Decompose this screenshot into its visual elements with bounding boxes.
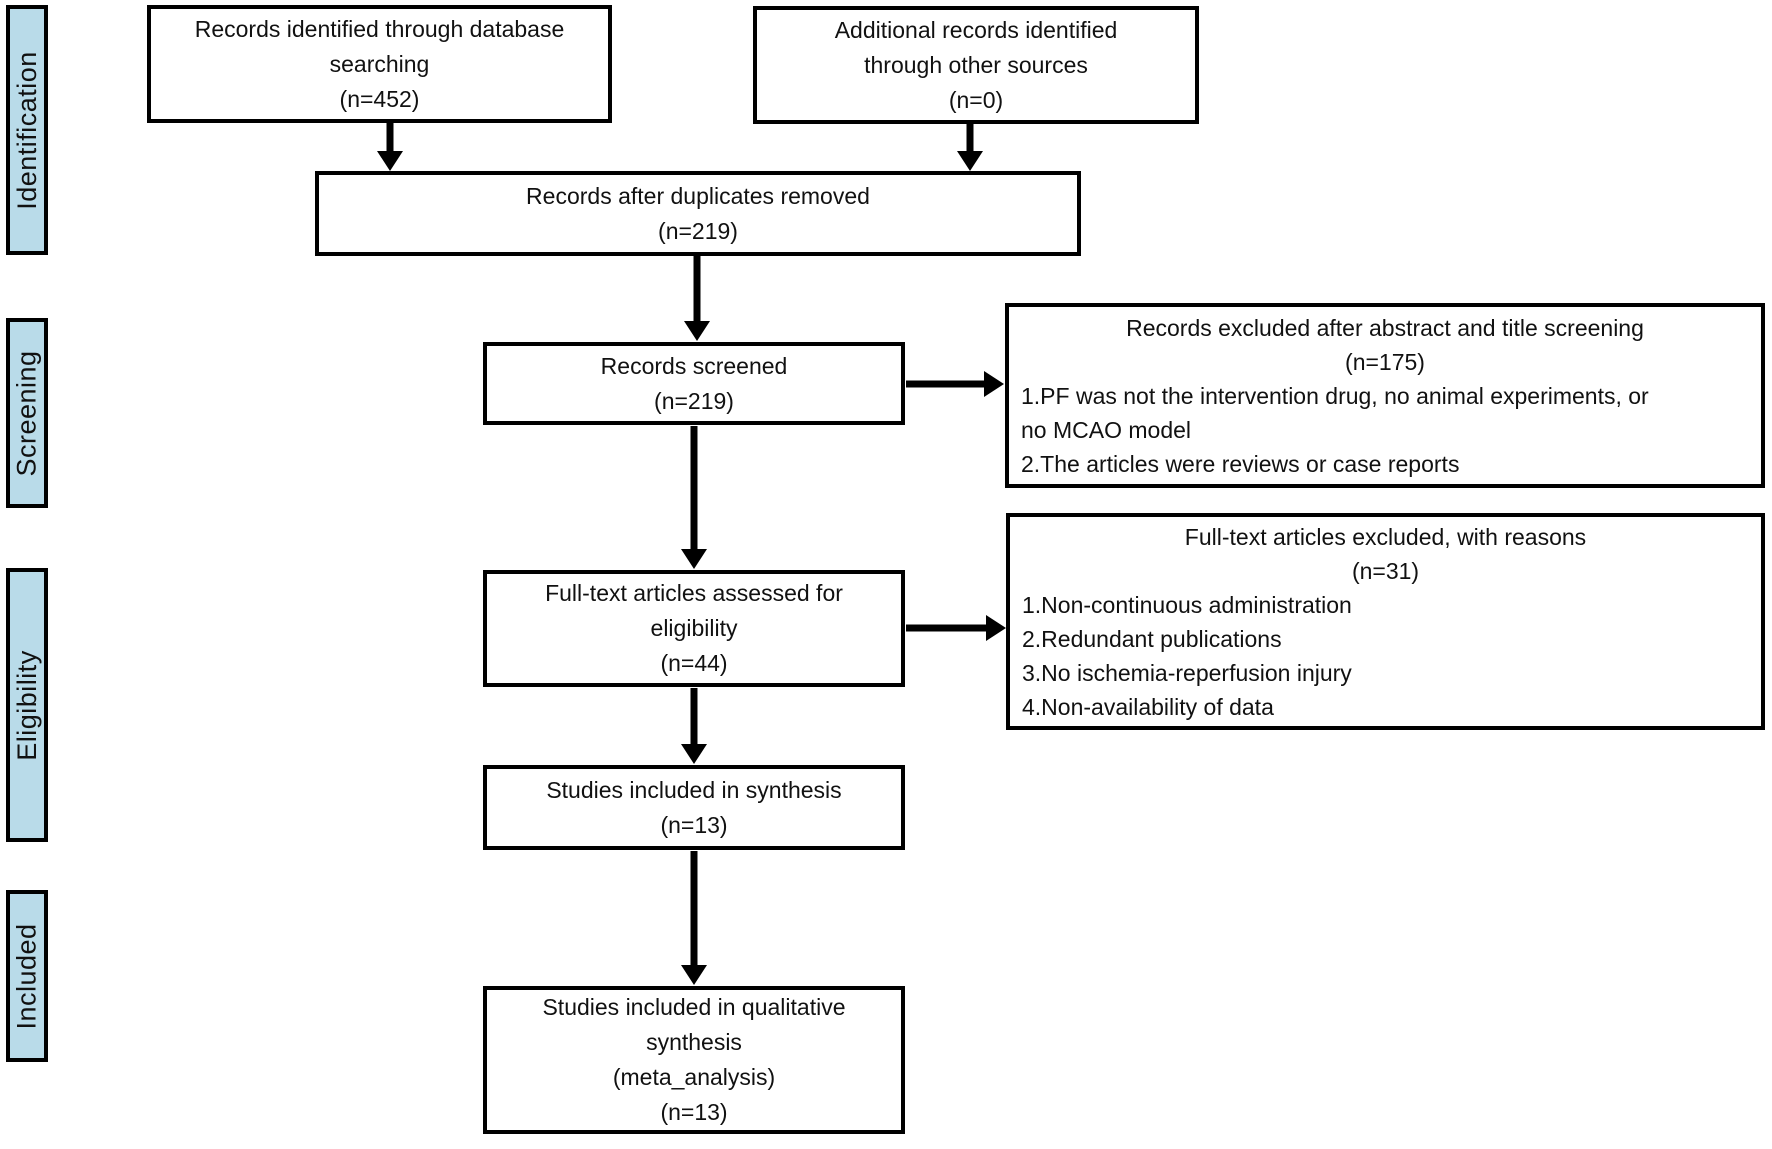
arrow-down-head [681, 744, 707, 764]
box-line: synthesis [646, 1029, 742, 1055]
box-excluded-screening: Records excluded after abstract and titl… [1005, 303, 1765, 488]
box-line: (n=219) [654, 387, 734, 414]
box-line: searching [329, 50, 430, 77]
box-line: (n=0) [948, 86, 1004, 113]
box-line: Full-text articles excluded, with reason… [1184, 523, 1587, 550]
box-included-synthesis: Studies included in synthesis (n=13) [483, 765, 905, 850]
box-line: 1.PF was not the intervention drug, no a… [1021, 382, 1649, 409]
arrow-right-head [986, 615, 1006, 641]
arrow-shaft [690, 851, 698, 967]
box-line: eligibility [650, 615, 738, 641]
arrow-down-head [681, 549, 707, 569]
box-line: Studies included in qualitative [542, 994, 846, 1020]
arrow-shaft [906, 380, 986, 388]
box-line: Records after duplicates removed [526, 182, 870, 209]
flow-arrow-assessed-to-synthesis [681, 688, 707, 764]
box-line: (n=175) [1345, 348, 1425, 375]
flow-arrow-screened-to-assessed [681, 426, 707, 569]
arrow-shaft [386, 123, 394, 153]
box-line: 2.The articles were reviews or case repo… [1021, 450, 1460, 477]
box-line: Studies included in synthesis [546, 776, 842, 803]
arrow-down-head [957, 151, 983, 171]
flow-arrow-screened-to-excluded [906, 371, 1004, 397]
stage-label-included: Included [6, 890, 48, 1062]
box-fulltext-assessed: Full-text articles assessed for eligibil… [483, 570, 905, 687]
box-additional-records: Additional records identified through ot… [753, 6, 1199, 124]
box-line: (n=452) [339, 85, 420, 112]
box-included-qualitative: Studies included in qualitative synthesi… [483, 986, 905, 1134]
arrow-shaft [690, 426, 698, 551]
box-line: Full-text articles assessed for [545, 580, 843, 606]
box-excluded-fulltext: Full-text articles excluded, with reason… [1006, 513, 1765, 730]
stage-label-text: Screening [11, 349, 42, 477]
flow-arrow-synthesis-to-qualitative [681, 851, 707, 985]
box-line: 4.Non-availability of data [1022, 693, 1274, 720]
box-records-screened: Records screened (n=219) [483, 342, 905, 425]
box-line: Records identified through database [194, 15, 565, 42]
box-after-duplicates: Records after duplicates removed (n=219) [315, 171, 1081, 256]
stage-label-text: Identification [11, 50, 42, 210]
stage-label-identification: Identification [6, 5, 48, 255]
box-line: (meta_analysis) [612, 1064, 776, 1090]
arrow-right-head [984, 371, 1004, 397]
box-line: no MCAO model [1021, 416, 1192, 443]
arrow-shaft [966, 124, 974, 153]
arrow-down-head [377, 151, 403, 171]
box-line: through other sources [864, 51, 1088, 78]
box-line: 1.Non-continuous administration [1022, 591, 1352, 618]
box-line: 2.Redundant publications [1022, 625, 1282, 652]
box-line: Records excluded after abstract and titl… [1126, 314, 1644, 341]
box-line: 3.No ischemia-reperfusion injury [1022, 659, 1352, 686]
stage-label-screening: Screening [6, 318, 48, 508]
box-line: (n=31) [1351, 557, 1420, 584]
stage-label-text: Eligibility [11, 649, 42, 761]
box-line: Additional records identified [834, 16, 1118, 43]
box-line: Records screened [600, 352, 788, 379]
box-line: (n=13) [660, 811, 728, 838]
box-records-identified: Records identified through database sear… [147, 5, 612, 123]
box-line: (n=219) [658, 217, 738, 244]
flow-arrow-duplicates-to-screened [684, 256, 710, 341]
arrow-shaft [693, 256, 701, 323]
box-line: (n=13) [660, 1099, 728, 1125]
flow-arrow-identified-to-duplicates [377, 123, 403, 171]
stage-label-eligibility: Eligibility [6, 568, 48, 842]
flow-arrow-additional-to-duplicates [957, 124, 983, 171]
arrow-shaft [906, 624, 988, 632]
arrow-down-head [681, 965, 707, 985]
arrow-down-head [684, 321, 710, 341]
flow-arrow-assessed-to-excluded [906, 615, 1006, 641]
stage-label-text: Included [11, 922, 42, 1030]
box-line: (n=44) [660, 650, 728, 676]
arrow-shaft [690, 688, 698, 746]
